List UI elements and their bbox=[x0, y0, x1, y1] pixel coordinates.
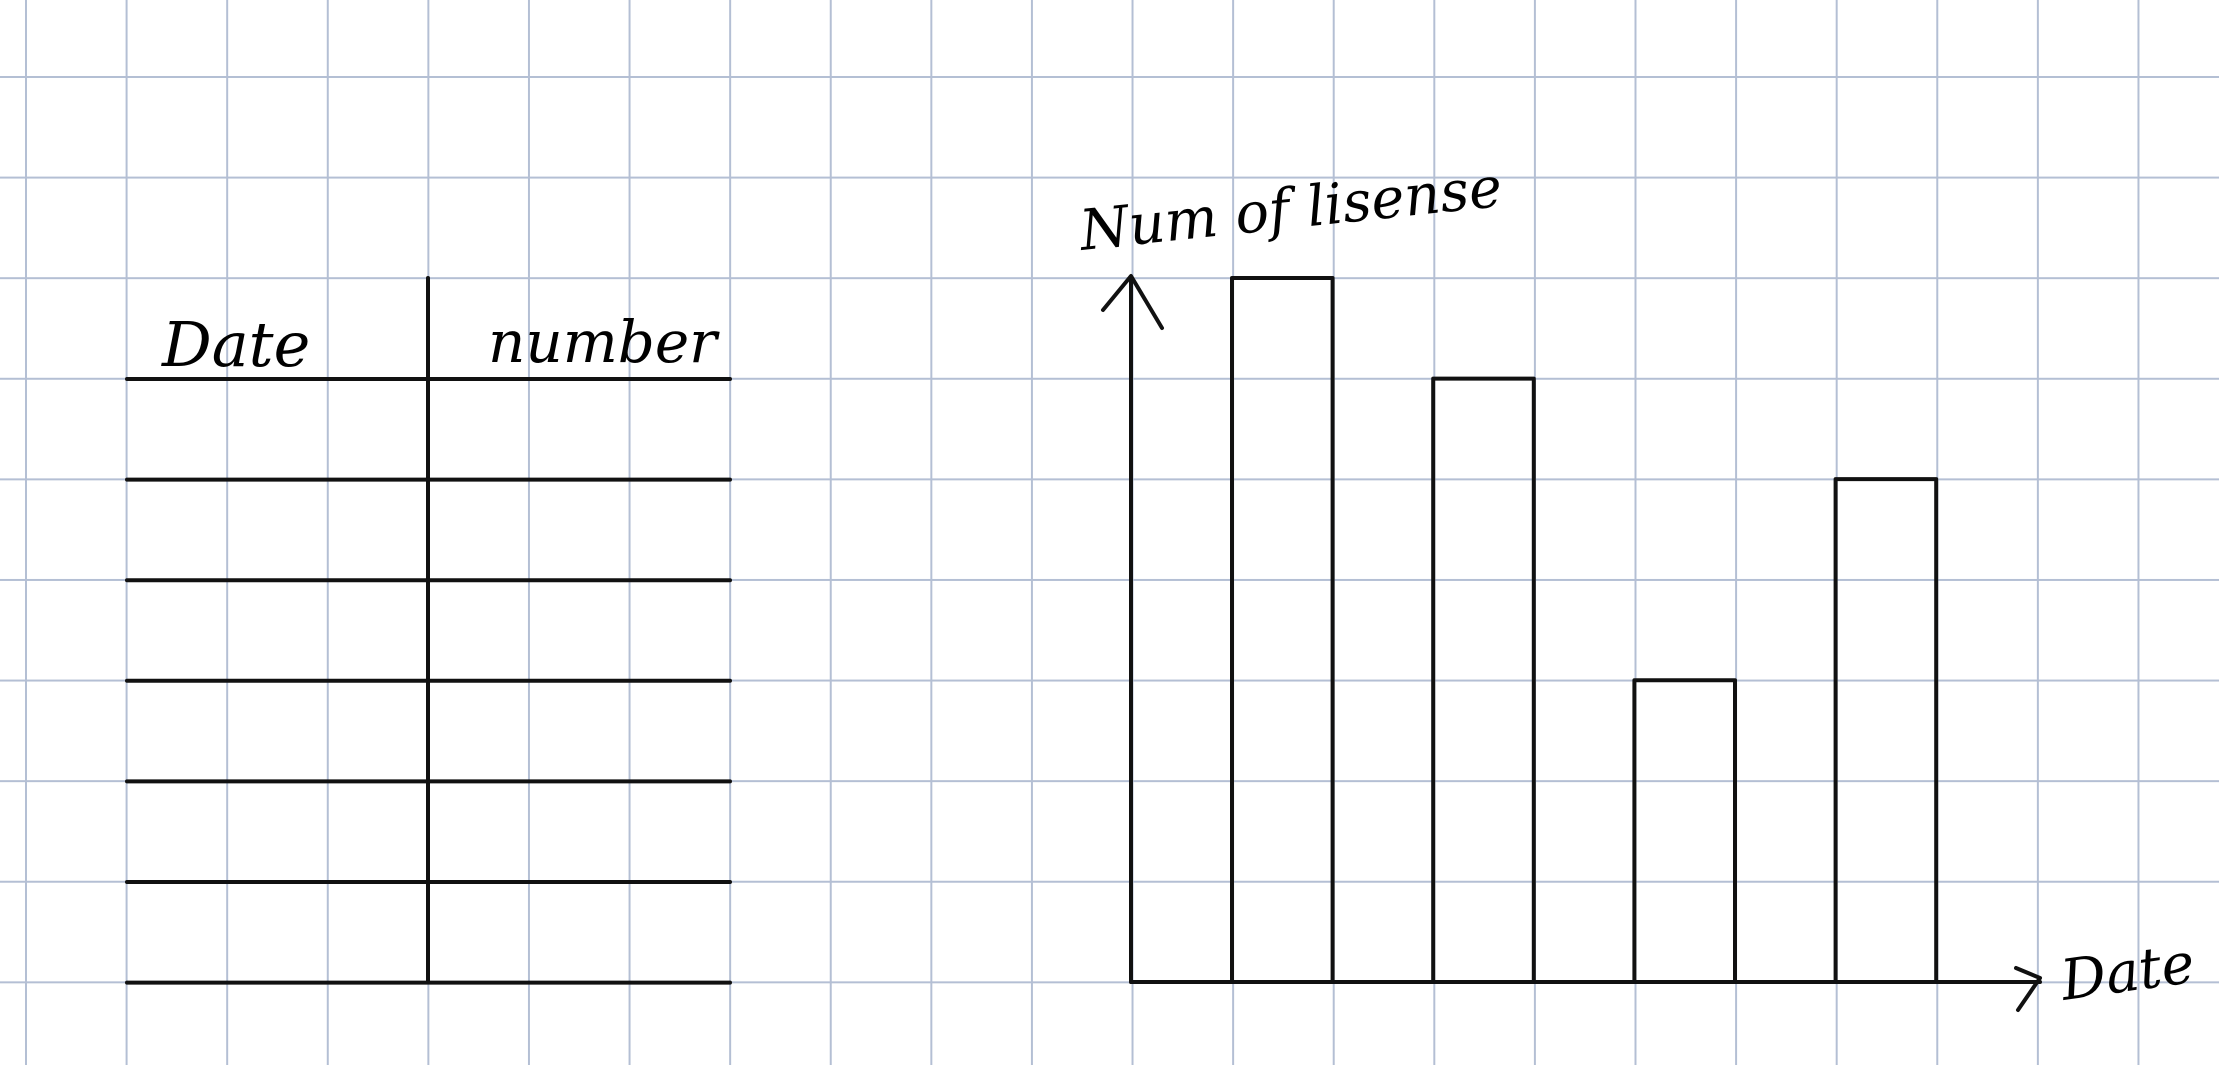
bar-4 bbox=[1833, 477, 1939, 984]
table-header-date: Date bbox=[161, 308, 310, 381]
y-axis-label: Num of lisense bbox=[1075, 155, 1505, 264]
table-header-number: number bbox=[488, 308, 720, 376]
x-axis-label: Date bbox=[2056, 931, 2199, 1014]
x-axis-arrow-icon bbox=[2014, 966, 2042, 1012]
table-row-lines bbox=[125, 377, 732, 985]
bar-chart: Num of lisense Date bbox=[1075, 155, 2199, 1014]
bar-series bbox=[1230, 276, 1939, 985]
y-axis-arrow-icon bbox=[1101, 274, 1164, 330]
hand-table: Date number bbox=[125, 276, 732, 985]
bar-3 bbox=[1632, 678, 1738, 984]
bar-2 bbox=[1431, 376, 1536, 985]
bar-1 bbox=[1230, 276, 1335, 984]
